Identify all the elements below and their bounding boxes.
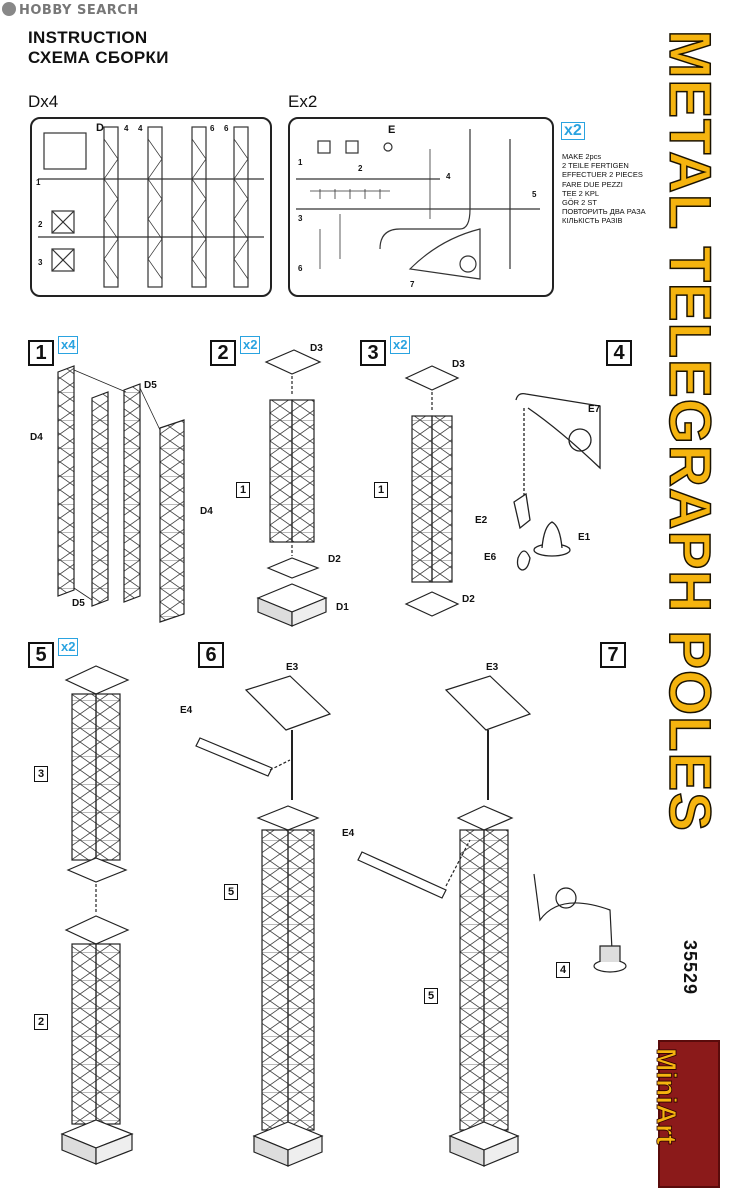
sprue-d: D 4 4 6 6 1 2 3 bbox=[30, 117, 272, 297]
callout-1-step2: 1 bbox=[236, 482, 251, 498]
svg-text:1: 1 bbox=[298, 158, 303, 167]
svg-text:4: 4 bbox=[138, 124, 143, 133]
instruction-title-ru: СХЕМА СБОРКИ bbox=[28, 48, 169, 67]
label-d3-step3: D3 bbox=[452, 359, 465, 370]
svg-text:6: 6 bbox=[210, 124, 215, 133]
svg-text:3: 3 bbox=[38, 258, 43, 267]
sprue-e-label: Ex2 bbox=[288, 92, 318, 111]
callout-4-step7: 4 bbox=[556, 962, 571, 978]
callout-5-step7: 5 bbox=[424, 988, 439, 1004]
assembly-drawings bbox=[57, 349, 627, 1167]
sprue-d-label: Dx4 bbox=[28, 92, 59, 111]
label-e1: E1 bbox=[578, 532, 591, 543]
make-legend: MAKE 2pcs 2 TEILE FERTIGEN EFFECTUER 2 P… bbox=[562, 152, 646, 226]
miniart-logo: MiniArt bbox=[651, 1040, 720, 1188]
step-3-drawing bbox=[404, 365, 460, 617]
label-d3-step2: D3 bbox=[310, 343, 323, 354]
svg-text:4: 4 bbox=[446, 172, 451, 181]
svg-text:5: 5 bbox=[532, 190, 537, 199]
svg-text:2: 2 bbox=[38, 220, 43, 229]
product-title: METAL TELEGRAPH POLES bbox=[656, 29, 723, 832]
label-d4-left: D4 bbox=[30, 432, 43, 443]
svg-text:4: 4 bbox=[124, 124, 129, 133]
label-d1-step2: D1 bbox=[336, 602, 349, 613]
instruction-title: INSTRUCTION bbox=[28, 28, 148, 47]
step-1-badge: x4 bbox=[58, 336, 79, 354]
label-e6: E6 bbox=[484, 552, 497, 563]
step-2-number: 2 bbox=[210, 340, 236, 366]
step-7-drawing bbox=[357, 675, 627, 1167]
step-6-drawing bbox=[195, 675, 332, 1167]
callout-5-step6: 5 bbox=[224, 884, 239, 900]
svg-text:1: 1 bbox=[36, 178, 41, 187]
step-6-number: 6 bbox=[198, 642, 224, 668]
step-1-drawing bbox=[57, 365, 185, 623]
label-e3-step6: E3 bbox=[286, 662, 299, 673]
step-7-number: 7 bbox=[600, 642, 626, 668]
svg-text:6: 6 bbox=[224, 124, 229, 133]
step-5-badge: x2 bbox=[58, 638, 79, 656]
step-3-number: 3 bbox=[360, 340, 386, 366]
callout-3-step5: 3 bbox=[34, 766, 49, 782]
label-e4-step6: E4 bbox=[180, 705, 193, 716]
svg-text:7: 7 bbox=[410, 280, 415, 289]
step-4-number: 4 bbox=[606, 340, 632, 366]
label-e7: E7 bbox=[588, 404, 601, 415]
label-d2-step3: D2 bbox=[462, 594, 475, 605]
label-e3-step7: E3 bbox=[486, 662, 499, 673]
step-4-drawing bbox=[513, 392, 601, 571]
step-5-drawing bbox=[60, 665, 134, 1165]
label-d5-top: D5 bbox=[144, 380, 157, 391]
callout-1-step3: 1 bbox=[374, 482, 389, 498]
sprue-e: E 1 2 3 4 5 6 7 bbox=[288, 117, 554, 297]
label-e4-step7: E4 bbox=[342, 828, 355, 839]
hobby-search-logo-icon bbox=[2, 2, 16, 16]
label-e2: E2 bbox=[475, 515, 488, 526]
sprue-e-drawing: E 1 2 3 4 5 6 7 bbox=[296, 124, 540, 289]
svg-text:2: 2 bbox=[358, 164, 363, 173]
make-badge: x2 bbox=[561, 122, 585, 140]
sprue-e-letter: E bbox=[388, 124, 395, 136]
svg-text:3: 3 bbox=[298, 214, 303, 223]
callout-2-step5: 2 bbox=[34, 1014, 49, 1030]
sprue-d-letter: D bbox=[96, 122, 104, 134]
step-2-drawing bbox=[256, 349, 328, 627]
step-3-badge: x2 bbox=[390, 336, 411, 354]
step-2-badge: x2 bbox=[240, 336, 261, 354]
svg-text:6: 6 bbox=[298, 264, 303, 273]
label-d5-bottom: D5 bbox=[72, 598, 85, 609]
label-d2-step2: D2 bbox=[328, 554, 341, 565]
step-1-number: 1 bbox=[28, 340, 54, 366]
step-5-number: 5 bbox=[28, 642, 54, 668]
product-code: 35529 bbox=[680, 940, 700, 996]
label-d4-right: D4 bbox=[200, 506, 213, 517]
watermark: HOBBY SEARCH bbox=[2, 2, 139, 18]
brand-name: MiniArt bbox=[651, 1048, 683, 1145]
sprue-d-drawing: D 4 4 6 6 1 2 3 bbox=[36, 122, 264, 288]
title-column bbox=[650, 18, 728, 1198]
